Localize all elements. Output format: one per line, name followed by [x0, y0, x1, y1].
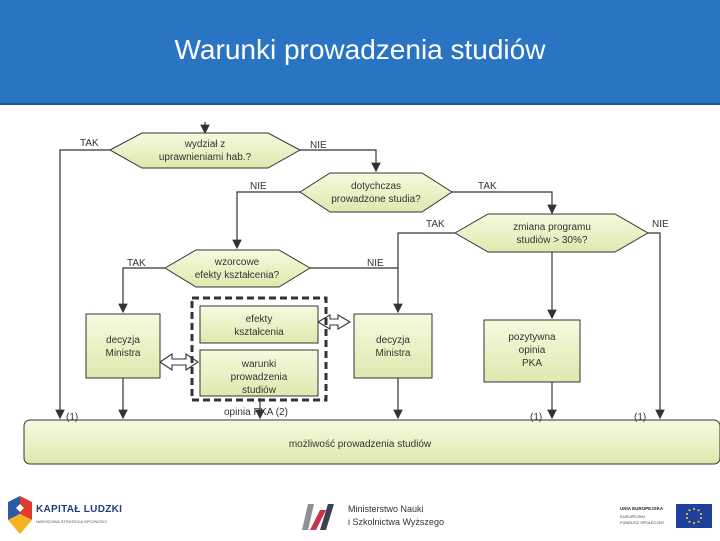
- d2-branch-tak: TAK: [478, 181, 497, 192]
- eu-logo: UNIA EUROPEJSKA EUROPEJSKI FUNDUSZ SPOŁE…: [616, 504, 716, 534]
- kapital-ludzki-name: KAPITAŁ LUDZKI: [36, 504, 123, 515]
- d1-label-line2: uprawnieniami hab.?: [159, 152, 252, 163]
- ministry-logo: Ministerstwo Nauki i Szkolnictwa Wyższeg…: [298, 494, 448, 536]
- connectors: [55, 122, 665, 420]
- diagram-labels: wydział z uprawnieniami hab.? TAK NIE do…: [66, 138, 669, 450]
- box-efekty: [199, 305, 319, 344]
- kapital-ludzki-sub: NARODOWA STRATEGIA SPÓJNOŚCI: [36, 519, 108, 524]
- d3-label-line2: studiów > 30%?: [517, 235, 588, 246]
- footer-logos: KAPITAŁ LUDZKI NARODOWA STRATEGIA SPÓJNO…: [0, 492, 720, 540]
- kapital-ludzki-logo: KAPITAŁ LUDZKI NARODOWA STRATEGIA SPÓJNO…: [6, 494, 126, 536]
- note-opinia: opinia PKA (2): [224, 407, 288, 418]
- d2-label-line1: dotychczas: [351, 181, 401, 192]
- d4-label-line2: efekty kształcenia?: [195, 270, 280, 281]
- d3-branch-tak: TAK: [426, 219, 445, 230]
- note-left: (1): [66, 412, 78, 423]
- warunki-line2: prowadzenia: [231, 372, 288, 383]
- minister-left-line1: decyzja: [106, 335, 140, 346]
- d1-branch-tak: TAK: [80, 138, 99, 149]
- decision-shapes: [108, 132, 650, 288]
- d2-nie-line: [232, 191, 300, 250]
- minister-right-line2: Ministra: [375, 348, 410, 359]
- box-minister-left: [85, 313, 161, 379]
- d4-branch-tak: TAK: [127, 258, 146, 269]
- d1-nie-line: [300, 149, 381, 173]
- d3-tak-line: [397, 232, 455, 268]
- eu-line2: EUROPEJSKI: [620, 514, 646, 519]
- d3-label-line1: zmiana programu: [513, 222, 591, 233]
- result-bar: [23, 419, 720, 465]
- block-arrow-left: [159, 352, 199, 372]
- eu-line1: UNIA EUROPEJSKA: [620, 506, 664, 511]
- pka-line3: PKA: [522, 358, 542, 369]
- d3-branch-nie: NIE: [652, 219, 669, 230]
- d3-nie-line: [648, 232, 665, 420]
- decision-d1: [108, 132, 302, 169]
- title-banner: Warunki prowadzenia studiów: [0, 0, 720, 105]
- efekty-line2: kształcenia: [234, 327, 284, 338]
- d4-branch-nie: NIE: [367, 258, 384, 269]
- pka-line1: pozytywna: [508, 332, 556, 343]
- minister-right-line1: decyzja: [376, 335, 410, 346]
- decision-d2: [299, 172, 453, 213]
- ministry-line1: Ministerstwo Nauki: [348, 504, 424, 514]
- warunki-line3: studiów: [242, 385, 277, 396]
- box-warunki: [199, 349, 319, 397]
- ministry-emblem: [302, 504, 334, 530]
- d4-nie-line: [310, 267, 403, 314]
- warunki-line1: warunki: [241, 359, 276, 370]
- box-pka: [483, 319, 581, 383]
- minister-left-line2: Ministra: [105, 348, 140, 359]
- note-mid-right: (1): [530, 412, 542, 423]
- decision-d3: [453, 213, 650, 253]
- d2-branch-nie: NIE: [250, 181, 267, 192]
- d1-tak-line: [55, 149, 110, 420]
- eu-line3: FUNDUSZ SPOŁECZNY: [620, 520, 665, 525]
- eu-flag-icon: [676, 504, 712, 528]
- decision-d4: [164, 249, 311, 288]
- d1-label-line1: wydział z: [184, 139, 226, 150]
- dashed-group-box: [190, 296, 328, 402]
- slide-title: Warunki prowadzenia studiów: [174, 34, 546, 65]
- process-boxes: [23, 305, 720, 465]
- result-label: możliwość prowadzenia studiów: [289, 439, 432, 450]
- pka-line2: opinia: [519, 345, 546, 356]
- note-right: (1): [634, 412, 646, 423]
- d4-tak-line: [118, 267, 165, 314]
- d2-label-line2: prowadzone studia?: [331, 194, 421, 205]
- d2-tak-line: [452, 191, 557, 215]
- d4-label-line1: wzorcowe: [214, 257, 260, 268]
- box-minister-right: [353, 313, 433, 379]
- block-arrow-right: [316, 314, 352, 330]
- ministry-line2: i Szkolnictwa Wyższego: [348, 517, 444, 527]
- kapital-ludzki-emblem: [8, 496, 32, 534]
- efekty-line1: efekty: [246, 314, 273, 325]
- d1-branch-nie: NIE: [310, 140, 327, 151]
